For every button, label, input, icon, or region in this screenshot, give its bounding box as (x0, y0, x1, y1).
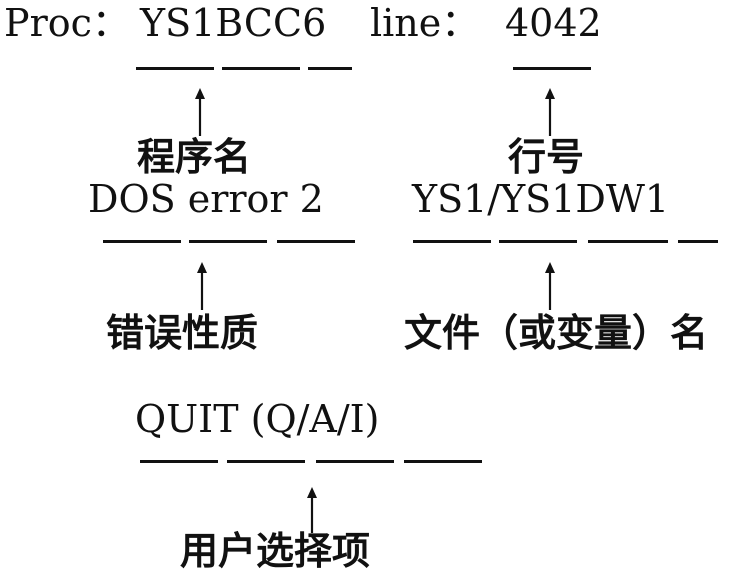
underline-file-2 (499, 240, 577, 243)
label-error-nature: 错误性质 (106, 311, 259, 355)
error-message: DOS error 2 (88, 177, 324, 221)
line-label: line： (370, 1, 480, 45)
proc-name: YS1BCC6 (140, 1, 327, 45)
arrow-up-icon (307, 487, 317, 533)
error-file: YS1/YS1DW1 (412, 177, 670, 221)
proc-label: Proc： (4, 1, 130, 45)
label-line-number: 行号 (508, 135, 585, 179)
underline-error-3 (277, 240, 355, 243)
underline-proc-name-3 (308, 67, 352, 70)
underline-quit-1 (140, 460, 218, 463)
arrow-up-icon (195, 88, 205, 136)
underline-proc-name-1 (136, 67, 214, 70)
arrow-up-icon (197, 262, 207, 310)
label-user-option: 用户选择项 (180, 529, 371, 573)
underline-error-1 (103, 240, 181, 243)
underline-proc-name-2 (222, 67, 300, 70)
underline-line-number (513, 67, 591, 70)
underline-file-1 (413, 240, 491, 243)
arrow-up-icon (545, 88, 555, 136)
label-program-name: 程序名 (137, 135, 252, 179)
underline-error-2 (189, 240, 267, 243)
underline-file-3 (588, 240, 668, 243)
label-file-or-variable: 文件（或变量）名 (404, 311, 709, 355)
line-number: 4042 (505, 1, 602, 45)
arrow-up-icon (545, 262, 555, 310)
underline-quit-3 (316, 460, 394, 463)
underline-quit-4 (404, 460, 482, 463)
quit-prompt: QUIT (Q/A/I) (135, 397, 380, 441)
underline-file-4 (678, 240, 718, 243)
underline-quit-2 (227, 460, 305, 463)
